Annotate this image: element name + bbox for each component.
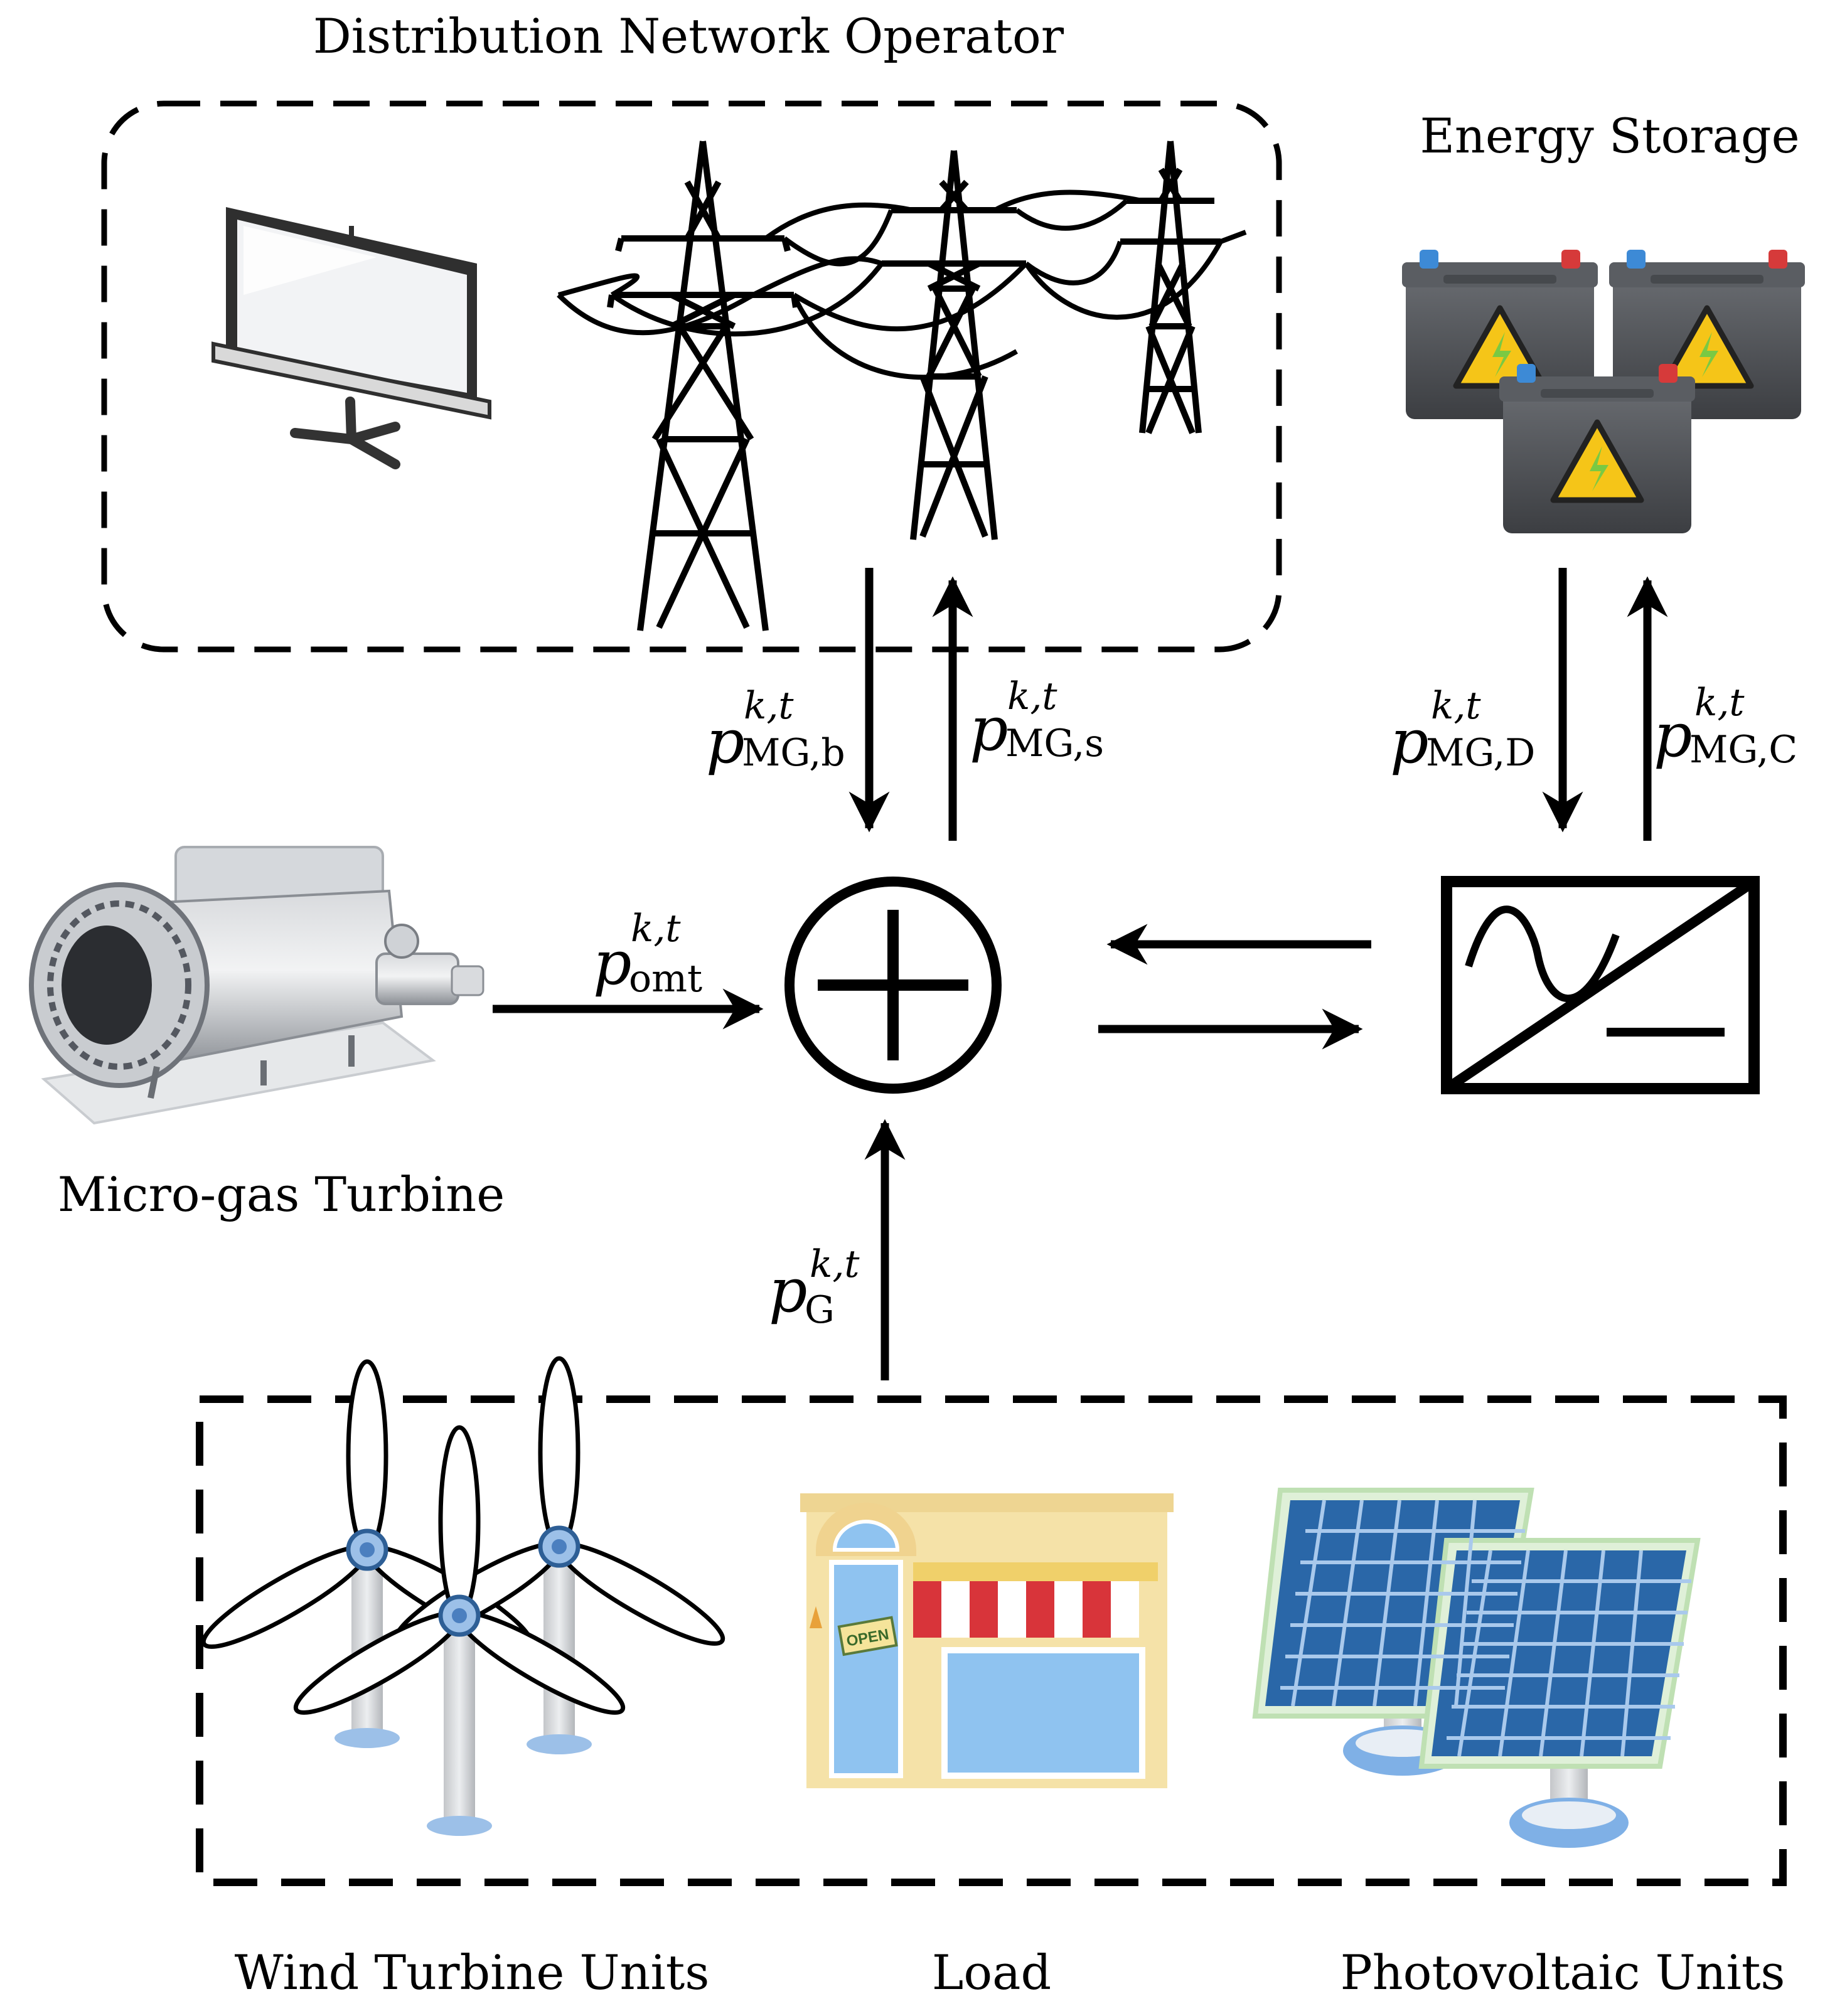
generation-load-box — [196, 1395, 1787, 1886]
gen-flow-subscript: G — [805, 1288, 835, 1332]
micro-gas-turbine-label: Micro-gas Turbine — [58, 1166, 505, 1222]
shop-awning — [913, 1581, 1139, 1638]
presentation-screen-icon — [211, 207, 491, 469]
buy-flow-symbol: p — [706, 707, 744, 777]
discharge-flow-label: p k,t MG,D — [1390, 684, 1535, 777]
battery-icon — [1402, 250, 1805, 533]
omt-flow-symbol: p — [593, 928, 631, 998]
charge-flow-subscript: MG,C — [1689, 728, 1797, 772]
charge-flow-symbol: p — [1654, 700, 1692, 771]
omt-flow-superscript: k,t — [631, 907, 681, 951]
micro-gas-turbine-icon — [29, 846, 484, 1125]
discharge-flow-subscript: MG,D — [1426, 731, 1535, 775]
gen-flow-superscript: k,t — [810, 1242, 860, 1286]
load-label: Load — [932, 1944, 1051, 2000]
distribution-network-operator-label: Distribution Network Operator — [313, 8, 1064, 64]
omt-flow-label: p k,t omt — [593, 907, 702, 1001]
sell-flow-superscript: k,t — [1007, 675, 1057, 718]
sell-flow-symbol: p — [970, 694, 1008, 764]
discharge-flow-superscript: k,t — [1431, 684, 1481, 728]
energy-storage-label: Energy Storage — [1420, 108, 1799, 164]
discharge-flow-symbol: p — [1390, 707, 1428, 777]
solar-panel-icon — [1255, 1490, 1698, 1848]
gen-flow-symbol: p — [769, 1256, 807, 1326]
charge-flow-label: p k,t MG,C — [1654, 681, 1797, 772]
omt-flow-subscript: omt — [629, 957, 702, 1001]
photovoltaic-units-label: Photovoltaic Units — [1341, 1944, 1785, 2000]
ac-dc-converter-icon — [1441, 876, 1760, 1094]
buy-flow-label: p k,t MG,b — [706, 684, 845, 777]
distribution-network-operator-box — [101, 100, 1282, 653]
buy-flow-subscript: MG,b — [742, 731, 845, 775]
summing-junction-icon — [784, 877, 1002, 1094]
gen-flow-label: p k,t G — [769, 1242, 860, 1332]
buy-flow-superscript: k,t — [744, 684, 794, 728]
sell-flow-label: p k,t MG,s — [970, 675, 1104, 765]
wind-turbine-icon — [195, 1358, 732, 1836]
transmission-tower-icon — [557, 141, 1247, 631]
charge-flow-superscript: k,t — [1694, 681, 1745, 725]
wind-turbine-units-label: Wind Turbine Units — [235, 1944, 710, 2000]
sell-flow-subscript: MG,s — [1005, 722, 1104, 765]
shop-load-icon: OPEN — [800, 1493, 1174, 1788]
